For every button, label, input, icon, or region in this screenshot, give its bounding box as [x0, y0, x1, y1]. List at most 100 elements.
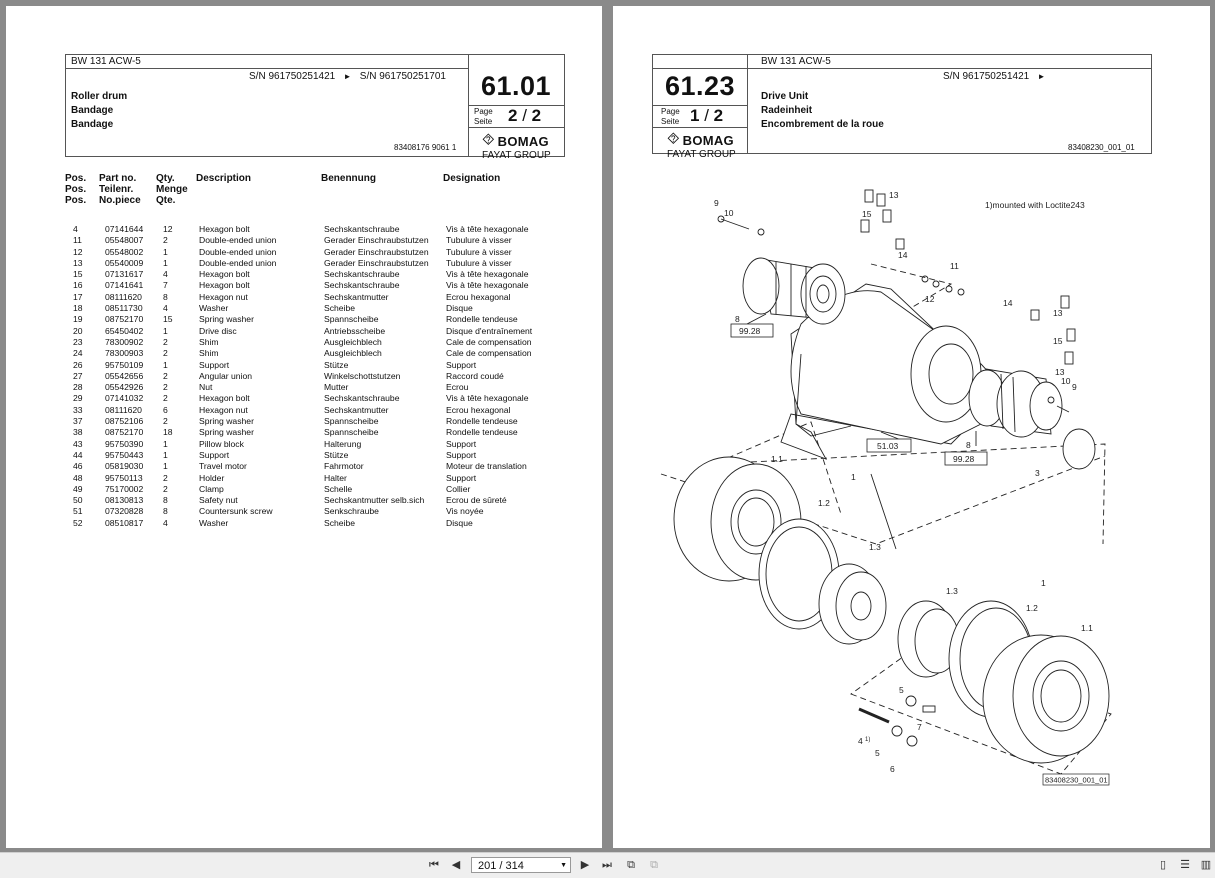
designation-cell: Ecrou — [446, 382, 469, 393]
pos-cell: 51 — [73, 506, 83, 517]
chevron-down-icon: ▼ — [560, 862, 567, 869]
callout-c13c: 13 — [1055, 367, 1065, 377]
single-page-view-icon[interactable]: ▯ — [1159, 859, 1167, 871]
callout-c1b: 1 — [1041, 578, 1046, 588]
benennung-cell: Stütze — [324, 449, 349, 460]
next-page-icon[interactable]: ▶ — [580, 859, 590, 871]
continuous-view-icon[interactable]: ☰ — [1180, 859, 1190, 871]
designation-cell: Raccord coudé — [446, 370, 504, 381]
callout-c11: 11 — [950, 261, 959, 271]
description-cell: Hexagon nut — [199, 291, 248, 302]
model-label: BW 131 ACW-5 — [761, 56, 831, 67]
callout-c14a: 14 — [898, 250, 908, 260]
part-number-cell: 07141641 — [105, 280, 144, 291]
designation-cell: Cale de compensation — [446, 348, 532, 359]
benennung-cell: Spannscheibe — [324, 314, 379, 325]
designation-cell: Vis à tête hexagonale — [446, 224, 529, 234]
part-number-cell: 08511730 — [105, 303, 143, 314]
designation-cell: Support — [446, 449, 477, 460]
description-cell: Angular union — [199, 370, 253, 381]
part-number-cell: 08130813 — [105, 495, 144, 506]
callout-c1_1b: 1.1 — [1081, 623, 1093, 633]
qty-cell: 8 — [163, 291, 168, 302]
page-selector[interactable]: 201 / 314▼ — [471, 857, 571, 873]
part-number-cell: 07141032 — [105, 393, 144, 404]
benennung-cell: Halterung — [324, 438, 362, 449]
qty-cell: 2 — [163, 416, 168, 427]
loctite-note: 1)mounted with Loctite243 — [985, 200, 1085, 210]
benennung-cell: Ausgleichblech — [324, 348, 382, 359]
two-page-view-icon[interactable]: ▥ — [1200, 859, 1212, 871]
qty-cell: 6 — [163, 404, 168, 415]
qty-cell: 12 — [163, 224, 173, 234]
callout-c3: 3 — [1035, 468, 1040, 478]
pos-cell: 28 — [73, 382, 83, 393]
designation-cell: Vis à tête hexagonale — [446, 269, 529, 280]
callout-c13b: 13 — [1053, 308, 1063, 318]
part-number-cell: 08111620 — [105, 291, 142, 302]
column-description: Description — [196, 173, 252, 184]
pos-cell: 16 — [73, 280, 83, 291]
prev-page-icon[interactable]: ◀ — [451, 859, 461, 871]
column-designation: Designation — [443, 173, 501, 184]
benennung-cell: Sechskantmutter selb.sich — [324, 495, 425, 506]
description-cell: Nut — [199, 382, 213, 393]
callout-c5a: 5 — [899, 685, 904, 695]
pos-cell: 11 — [73, 235, 82, 246]
part-number-cell: 95750109 — [105, 359, 144, 370]
last-page-icon[interactable]: ⏭ — [602, 859, 612, 871]
designation-cell: Moteur de translation — [446, 461, 527, 472]
description-cell: Spring washer — [199, 416, 254, 427]
description-cell: Hexagon bolt — [199, 280, 250, 291]
benennung-cell: Senkschraube — [324, 506, 379, 517]
part-number-cell: 08510817 — [105, 517, 144, 528]
benennung-cell: Halter — [324, 472, 347, 483]
first-page-icon[interactable]: ⏮ — [429, 859, 439, 871]
designation-cell: Vis noyée — [446, 506, 484, 517]
designation-cell: Vis à tête hexagonale — [446, 393, 529, 404]
paste-icon[interactable]: ⧉ — [650, 859, 658, 871]
bomag-logo-icon: ⯑ — [667, 131, 680, 148]
description-cell: Drive disc — [199, 325, 237, 336]
description-cell: Safety nut — [199, 495, 238, 506]
pos-cell: 17 — [73, 291, 83, 302]
benennung-cell: Scheibe — [324, 517, 356, 528]
pos-cell: 20 — [73, 325, 83, 336]
qty-cell: 2 — [163, 472, 168, 483]
qty-cell: 1 — [163, 461, 168, 472]
svg-text:99.28: 99.28 — [953, 454, 975, 464]
qty-cell: 1 — [163, 359, 168, 370]
benennung-cell: Schelle — [324, 483, 353, 494]
qty-cell: 7 — [163, 280, 168, 291]
designation-cell: Cale de compensation — [446, 336, 532, 347]
serial-range: S/N 961750251421 ► S/N 961750251701 — [249, 71, 446, 82]
callout-c10b: 10 — [1061, 376, 1071, 386]
description-cell: Support — [199, 359, 230, 370]
svg-text:83408230_001_01: 83408230_001_01 — [1045, 776, 1108, 785]
svg-text:51.03: 51.03 — [877, 441, 899, 451]
designation-cell: Support — [446, 438, 477, 449]
designation-cell: Support — [446, 472, 477, 483]
qty-cell: 8 — [163, 506, 168, 517]
description-cell: Double-ended union — [199, 257, 277, 268]
part-number-cell: 05542656 — [105, 370, 144, 381]
designation-cell: Vis à tête hexagonale — [446, 280, 529, 291]
pos-cell: 4 — [73, 224, 78, 234]
designation-cell: Tubulure à visser — [446, 257, 512, 268]
pos-cell: 27 — [73, 370, 83, 381]
copy-icon[interactable]: ⧉ — [627, 859, 635, 871]
benennung-cell: Sechskantschraube — [324, 224, 400, 234]
benennung-cell: Gerader Einschraubstutzen — [324, 246, 429, 257]
designation-cell: Disque — [446, 303, 473, 314]
